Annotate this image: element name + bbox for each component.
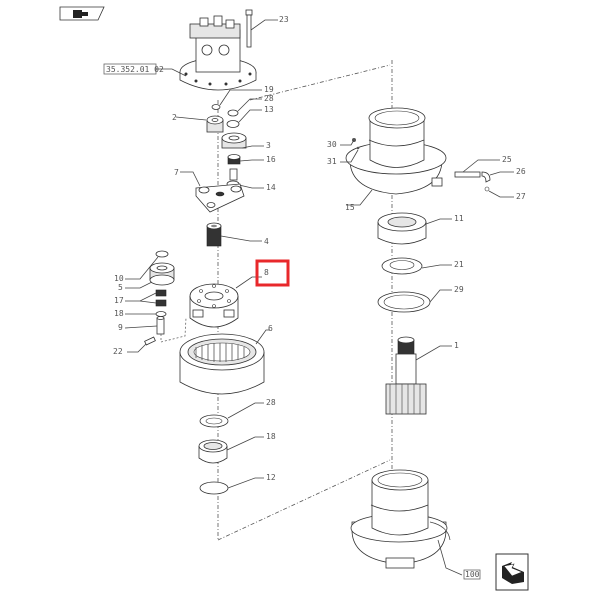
planet-gear-5 (149, 262, 175, 286)
callout-1: 1 (454, 341, 459, 350)
cross-reference-link[interactable]: 100 (463, 569, 481, 580)
callout-25: 25 (502, 155, 512, 164)
callout-15: 15 (345, 203, 355, 212)
callout-30: 30 (327, 140, 337, 149)
callout-3: 3 (266, 141, 271, 150)
callout-31: 31 (327, 157, 337, 166)
previous-section-icon (73, 10, 88, 18)
callout-13: 13 (264, 105, 274, 114)
previous-section-button[interactable] (59, 6, 105, 21)
callout-18: 18 (114, 309, 124, 318)
gear-2 (206, 115, 224, 133)
callout-12: 12 (266, 473, 276, 482)
callout-9: 9 (118, 323, 123, 332)
carrier-8 (189, 283, 239, 328)
callout-28b: 28 (266, 398, 276, 407)
sun-gear-4 (206, 222, 222, 247)
callout-17: 17 (114, 296, 124, 305)
callout-5: 5 (118, 283, 123, 292)
housing-lower (350, 469, 451, 569)
ring-gear-6 (179, 333, 265, 395)
callout-22: 22 (113, 347, 123, 356)
callout-11: 11 (454, 214, 464, 223)
bearing-11 (377, 212, 427, 245)
callout-27: 27 (516, 192, 526, 201)
reference-label: 35.352.01 02 (106, 65, 164, 74)
callout-29: 29 (454, 285, 464, 294)
next-section-icon (502, 562, 524, 584)
pinion-shaft-1 (385, 336, 427, 415)
swing-motor (179, 15, 257, 91)
cross-reference-label: 100 (465, 570, 480, 579)
callout-10: 10 (114, 274, 124, 283)
reference-link[interactable]: 35.352.01 02 (103, 63, 164, 75)
callout-18b: 18 (266, 432, 276, 441)
callout-23: 23 (279, 15, 289, 24)
callout-2: 2 (172, 113, 177, 122)
housing-upper (345, 107, 447, 195)
callout-16: 16 (266, 155, 276, 164)
callout-8: 8 (264, 268, 269, 277)
callout-14: 14 (266, 183, 276, 192)
callout-4: 4 (264, 237, 269, 246)
bolt (245, 9, 253, 48)
callout-7: 7 (174, 168, 179, 177)
highlight-box-8[interactable]: 8 (255, 259, 290, 287)
callout-26: 26 (516, 167, 526, 176)
callout-19: 19 (264, 85, 274, 94)
bearing-18 (198, 439, 228, 464)
callout-6: 6 (268, 324, 273, 333)
callout-28a: 28 (264, 94, 274, 103)
callout-21: 21 (454, 260, 464, 269)
gear-3 (221, 132, 247, 149)
carrier-7 (195, 183, 245, 213)
next-section-button[interactable] (495, 553, 529, 591)
